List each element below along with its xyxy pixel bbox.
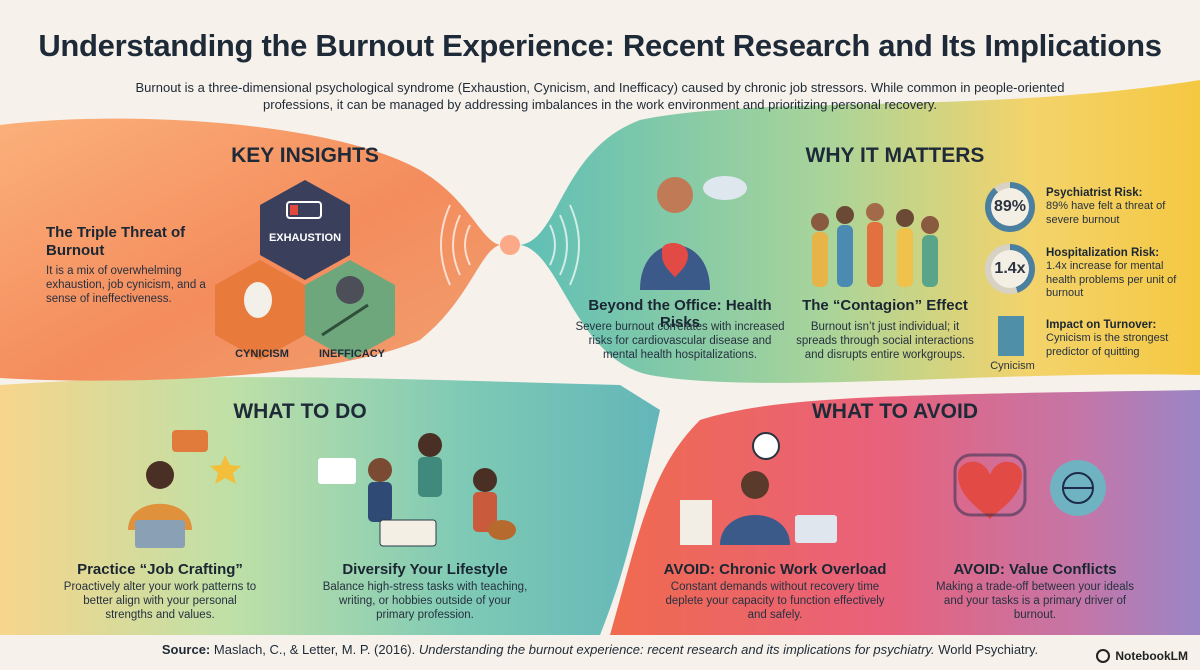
hex-inefficacy-label: INEFFICACY [319, 348, 385, 360]
source-work: Understanding the burnout experience: re… [418, 642, 935, 657]
page-title: Understanding the Burnout Experience: Re… [38, 28, 1162, 63]
why-it-matters-heading: WHY IT MATTERS [805, 144, 985, 167]
triple-threat-body: It is a mix of overwhelming exhaustion, … [46, 265, 206, 305]
what-to-do-heading: WHAT TO DO [233, 400, 367, 423]
work-overload-title: AVOID: Chronic Work Overload [663, 561, 887, 578]
psychiatrist-risk-ring: 89% [985, 182, 1035, 232]
source-label: Source: [161, 642, 211, 657]
psychiatrist-risk-title: Psychiatrist Risk: [1046, 187, 1143, 199]
work-overload-body: Constant demands without recovery time d… [665, 581, 885, 621]
health-risks-title: Beyond the Office: Health Risks [588, 297, 772, 331]
diversify-lifestyle-title: Diversify Your Lifestyle [342, 561, 508, 578]
job-crafting-body: Proactively alter your work patterns to … [63, 581, 257, 621]
notebooklm-icon [1096, 649, 1111, 663]
source-authors: Maslach, C., & Letter, M. P. (2016). [213, 642, 416, 657]
diversify-lifestyle-body: Balance high-stress tasks with teaching,… [322, 581, 528, 621]
cynicism-bar-label: Cynicism [990, 360, 1035, 372]
psychiatrist-risk-body: 89% have felt a threat of severe burnout [1046, 200, 1166, 226]
contagion-title: The “Contagion” Effect [802, 297, 968, 314]
hospitalization-risk-title: Hospitalization Risk: [1046, 247, 1160, 259]
hospitalization-risk-value: 1.4x [991, 250, 1029, 288]
contagion-body: Burnout isn’t just individual; it spread… [796, 321, 974, 361]
triple-threat-title: The Triple Threat of Burnout [46, 224, 186, 259]
hospitalization-risk-ring: 1.4x [985, 244, 1035, 294]
psychiatrist-risk-value: 89% [991, 188, 1029, 226]
job-crafting-title: Practice “Job Crafting” [77, 561, 243, 578]
health-risks-body: Severe burnout correlates with increased… [575, 321, 785, 361]
key-insights-heading: KEY INSIGHTS [231, 144, 379, 167]
source-citation: Source: Maslach, C., & Letter, M. P. (20… [0, 642, 1200, 657]
what-to-avoid-heading: WHAT TO AVOID [811, 400, 979, 423]
hex-exhaustion-label: EXHAUSTION [268, 232, 342, 244]
notebooklm-label: NotebookLM [1115, 649, 1188, 663]
notebooklm-badge: NotebookLM [1096, 649, 1188, 663]
hex-cynicism-label: CYNICISM [235, 348, 289, 360]
turnover-impact-body: Cynicism is the strongest predictor of q… [1046, 332, 1169, 358]
hospitalization-risk-body: 1.4x increase for mental health problems… [1046, 260, 1177, 299]
source-journal: World Psychiatry. [938, 642, 1039, 657]
turnover-impact-title: Impact on Turnover: [1046, 319, 1157, 331]
page-subtitle: Burnout is a three-dimensional psycholog… [135, 80, 1065, 112]
value-conflicts-body: Making a trade-off between your ideals a… [936, 581, 1134, 621]
value-conflicts-title: AVOID: Value Conflicts [953, 561, 1117, 578]
